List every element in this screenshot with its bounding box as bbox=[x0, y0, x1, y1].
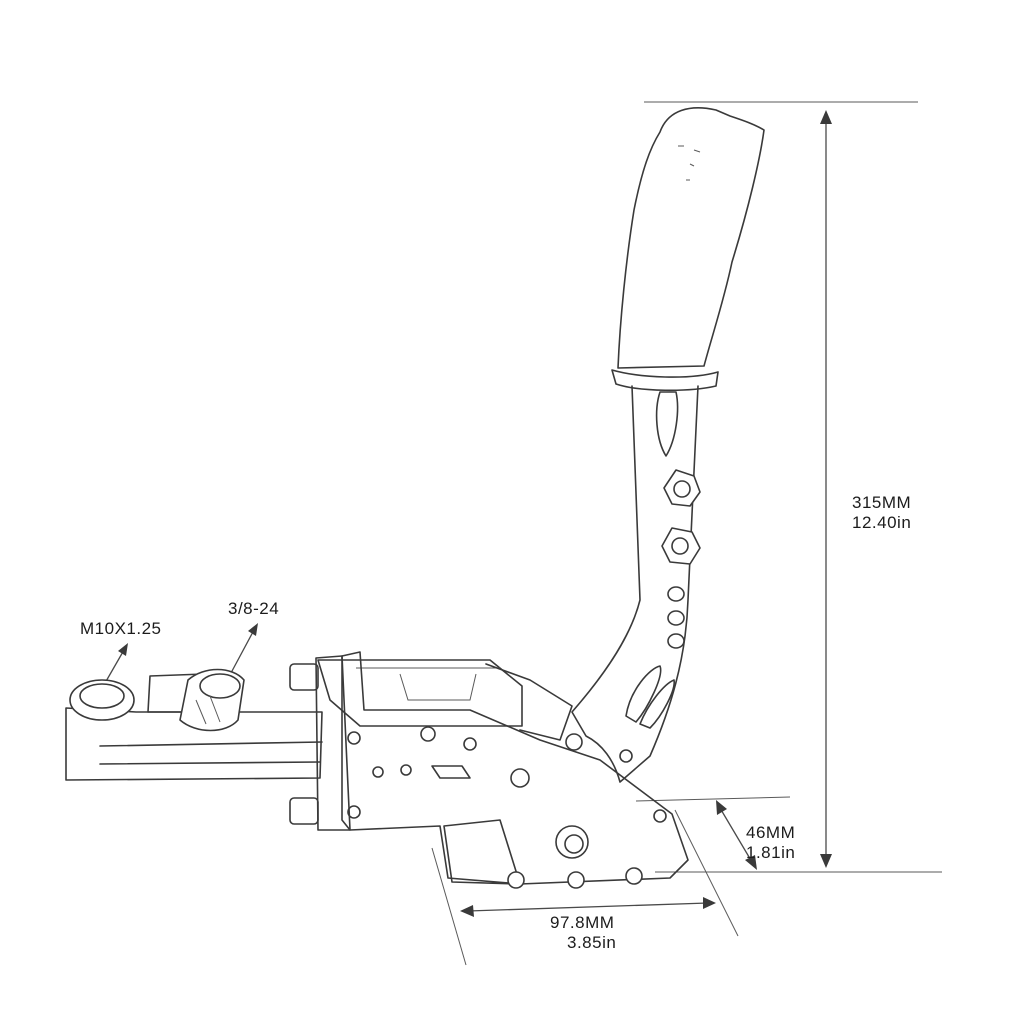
length-inch-label: 3.85in bbox=[567, 933, 617, 952]
grip-texture bbox=[678, 145, 701, 181]
base-screw-4 bbox=[653, 809, 667, 823]
top-plate bbox=[317, 659, 523, 727]
plate-screw-2 bbox=[420, 726, 436, 742]
plate-screw-5 bbox=[400, 764, 412, 776]
arrow-down bbox=[820, 854, 832, 868]
arrow-depth-top bbox=[716, 800, 727, 815]
adjust-hole-2 bbox=[667, 610, 685, 626]
depth-dimension-line bbox=[719, 807, 753, 863]
lever-slot-top bbox=[655, 391, 679, 457]
length-extension-right bbox=[674, 809, 739, 937]
lever-arm bbox=[571, 385, 699, 783]
plate-screw-4 bbox=[372, 766, 384, 778]
height-dimension bbox=[644, 101, 942, 873]
height-inch-label: 12.40in bbox=[852, 513, 912, 532]
length-dimension bbox=[431, 809, 739, 966]
base-screw-1 bbox=[507, 871, 525, 889]
lever-bolt-upper bbox=[663, 469, 701, 507]
length-dimension-line bbox=[467, 902, 709, 912]
lever-grip bbox=[617, 107, 765, 369]
arrow-left bbox=[460, 905, 474, 917]
depth-extension-top bbox=[635, 796, 791, 802]
depth-mm-label: 46MM bbox=[746, 823, 796, 842]
inlet-arrow bbox=[118, 643, 128, 656]
adjust-hole-3 bbox=[667, 633, 685, 649]
outlet-arrow bbox=[248, 623, 258, 636]
inlet-thread-label: M10X1.25 bbox=[80, 619, 162, 638]
base-screw-3 bbox=[625, 867, 643, 885]
outlet-fitting-detail bbox=[195, 695, 221, 725]
outlet-port bbox=[199, 673, 241, 699]
lever bbox=[571, 107, 765, 783]
inlet-port-inner bbox=[79, 683, 125, 709]
arrow-right bbox=[703, 897, 716, 909]
mount-post-top bbox=[289, 663, 319, 691]
main-side-plate bbox=[341, 651, 689, 885]
length-mm-label: 97.8MM bbox=[550, 913, 615, 932]
main-pivot-bolt bbox=[564, 834, 584, 854]
plate-screw-3 bbox=[463, 737, 477, 751]
base-screw-2 bbox=[567, 871, 585, 889]
pivot-nut bbox=[565, 733, 583, 751]
arrow-depth-bottom bbox=[745, 855, 757, 870]
lever-pivot-hole bbox=[619, 749, 633, 763]
side-plate-slot bbox=[431, 765, 471, 779]
cylinder-bore-lines bbox=[99, 741, 323, 765]
mount-post-bottom bbox=[289, 797, 319, 825]
adjust-hole-1 bbox=[667, 586, 685, 602]
lever-bolt-lower bbox=[661, 527, 701, 565]
arrow-up bbox=[820, 110, 832, 124]
end-plate bbox=[315, 655, 351, 831]
depth-inch-label: 1.81in bbox=[746, 843, 796, 862]
base-body bbox=[289, 651, 689, 889]
plate-screw-6 bbox=[347, 805, 361, 819]
lever-bolt-upper-head bbox=[673, 480, 691, 498]
lever-bolt-lower-head bbox=[671, 537, 689, 555]
length-extension-left bbox=[431, 847, 467, 966]
height-mm-label: 315MM bbox=[852, 493, 912, 512]
depth-dimension bbox=[635, 796, 791, 870]
grip-collar bbox=[611, 369, 719, 392]
lever-bracket bbox=[485, 663, 573, 741]
spring-nut bbox=[510, 768, 530, 788]
front-block bbox=[443, 819, 521, 885]
plate-screw-1 bbox=[347, 731, 361, 745]
lever-slot-lower-2 bbox=[639, 679, 675, 729]
outlet-thread-label: 3/8-24 bbox=[228, 599, 280, 618]
lever-slot-lower-1 bbox=[625, 665, 662, 723]
master-cylinder bbox=[65, 668, 323, 781]
top-plate-detail bbox=[356, 667, 500, 701]
